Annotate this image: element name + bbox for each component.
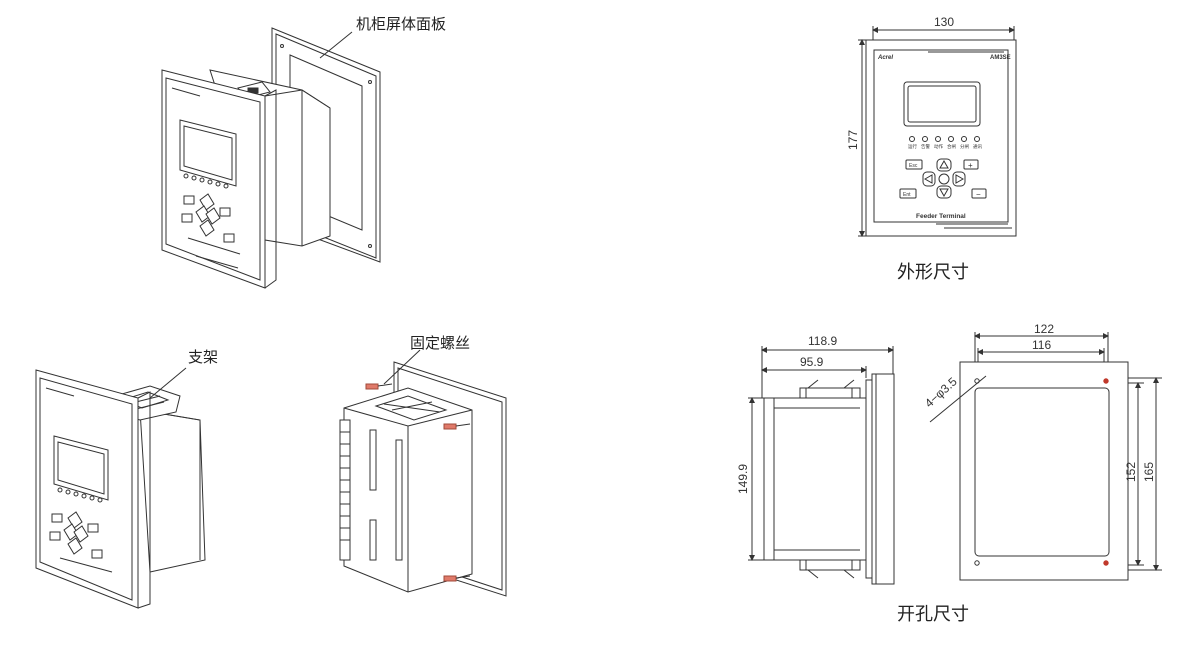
dim-cutout-inner-width: 116 [1032, 338, 1052, 352]
caption-outline-dimensions: 外形尺寸 [897, 262, 969, 283]
dim-cutout-inner-height: 152 [1124, 461, 1138, 482]
key-plus-text: + [968, 161, 973, 170]
led-label-1: 告警 [921, 143, 930, 150]
label-fixing-screw: 固定螺丝 [410, 334, 471, 352]
dim-side-height: 149.9 [736, 463, 750, 494]
side-view [748, 346, 895, 585]
key-minus-text: − [976, 190, 981, 199]
front-model-text: AM3SE [990, 55, 1011, 61]
dim-front-width: 130 [934, 15, 955, 29]
iso-device-with-bracket [35, 367, 206, 609]
front-nameplate-text: Feeder Terminal [916, 213, 966, 220]
key-esc-text: Esc [909, 163, 918, 169]
iso-device-with-panel [161, 27, 381, 289]
led-label-5: 通讯 [973, 143, 982, 150]
dim-depth-total: 118.9 [808, 334, 838, 348]
iso-rear-with-screws [339, 349, 507, 597]
led-label-4: 分闸 [960, 143, 969, 150]
front-view-outline [858, 26, 1017, 237]
dim-cutout-outer-height: 165 [1142, 461, 1156, 482]
dim-front-height: 177 [846, 129, 860, 150]
cutout-view [929, 332, 1162, 581]
dim-cutout-outer-width: 122 [1034, 322, 1055, 336]
label-cabinet-panel: 机柜屏体面板 [356, 15, 447, 33]
caption-cutout-dimensions: 开孔尺寸 [897, 604, 969, 625]
led-label-2: 动作 [934, 143, 943, 150]
front-brand-text: Acrel [877, 55, 893, 61]
front-view-text: Acrel AM3SE 运行 告警 动作 合闸 分闸 通讯 Esc + Ent … [877, 55, 1011, 220]
label-bracket: 支架 [188, 348, 219, 366]
dim-depth-body: 95.9 [800, 355, 824, 369]
key-ent-text: Ent [903, 192, 911, 198]
led-label-3: 合闸 [947, 143, 956, 150]
led-label-0: 运行 [908, 143, 917, 150]
